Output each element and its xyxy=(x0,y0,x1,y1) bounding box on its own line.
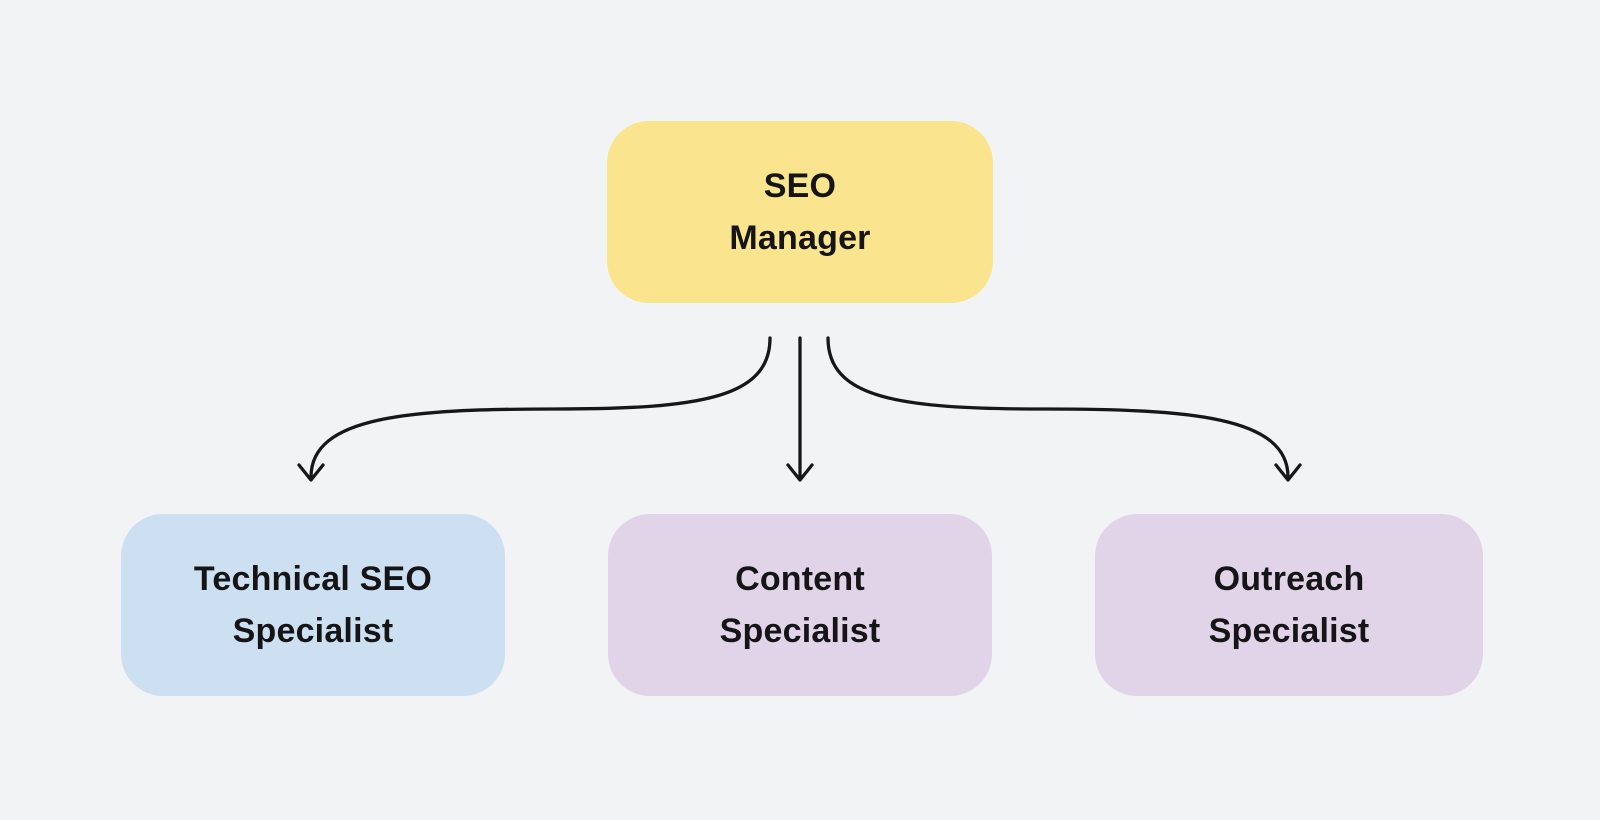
node-technical-seo-specialist[interactable]: Technical SEO Specialist xyxy=(121,514,505,696)
arrowhead-technical-icon xyxy=(297,463,325,482)
arrowhead-content-icon xyxy=(786,463,814,482)
edge-manager-to-outreach xyxy=(826,336,1290,479)
node-outreach-specialist[interactable]: Outreach Specialist xyxy=(1095,514,1483,696)
node-content-specialist[interactable]: Content Specialist xyxy=(608,514,992,696)
edge-manager-to-technical xyxy=(309,336,772,479)
node-content-specialist-label: Content Specialist xyxy=(719,560,881,650)
node-seo-manager[interactable]: SEO Manager xyxy=(607,121,993,303)
node-seo-manager-label: SEO Manager xyxy=(729,167,871,257)
arrowhead-outreach-icon xyxy=(1274,463,1302,482)
node-technical-seo-specialist-label: Technical SEO Specialist xyxy=(193,560,433,650)
node-outreach-specialist-label: Outreach Specialist xyxy=(1208,560,1370,650)
